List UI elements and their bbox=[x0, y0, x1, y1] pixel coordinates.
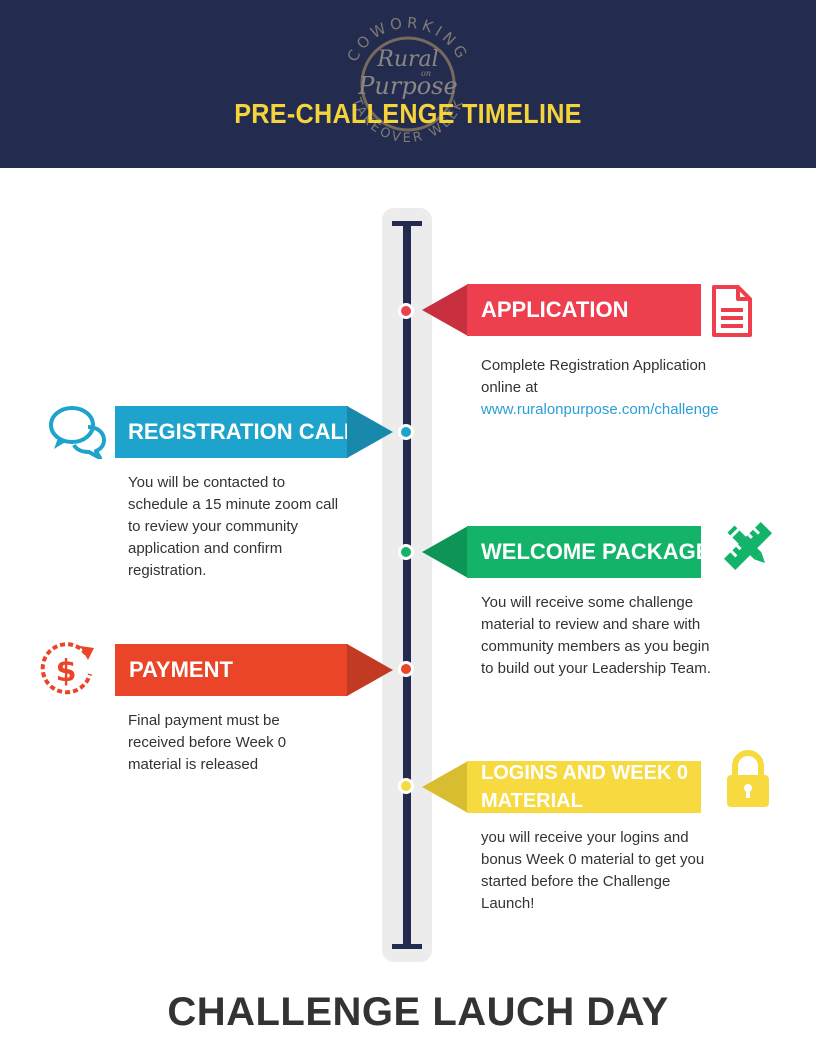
timeline-dot-welcome-package bbox=[398, 544, 414, 560]
svg-text:$: $ bbox=[56, 654, 77, 689]
timeline-rail bbox=[403, 225, 411, 947]
application-pointer bbox=[422, 284, 468, 336]
welcome-package-description: You will receive some challenge material… bbox=[481, 594, 711, 677]
registration-call-description: You will be contacted to schedule a 15 m… bbox=[128, 474, 339, 579]
header-band: COWORKING TAKEOVER WEEK Rural on Purpose… bbox=[0, 0, 816, 168]
payment-pointer bbox=[347, 644, 393, 696]
timeline-dot-registration-call bbox=[398, 424, 414, 440]
logo-script-small: on bbox=[421, 69, 431, 78]
ruler-pencil-icon bbox=[723, 521, 773, 571]
welcome-package-heading: WELCOME PACKAGE bbox=[481, 539, 711, 564]
payment-banner: PAYMENT bbox=[115, 644, 348, 696]
page-title: PRE-CHALLENGE TIMELINE bbox=[234, 98, 582, 129]
padlock-icon bbox=[727, 750, 769, 807]
logo-script-line1: Rural bbox=[376, 47, 438, 72]
timeline-dot-payment bbox=[398, 661, 414, 677]
timeline-dot-application bbox=[398, 303, 414, 319]
logins-heading: LOGINS AND WEEK 0 MATERIAL bbox=[481, 762, 689, 812]
logins-pointer bbox=[422, 761, 468, 813]
coworking-logo: COWORKING TAKEOVER WEEK Rural on Purpose bbox=[343, 14, 468, 146]
welcome-package-pointer bbox=[422, 526, 468, 578]
welcome-package-banner: WELCOME PACKAGE bbox=[467, 526, 710, 578]
chat-bubbles-icon bbox=[49, 406, 106, 459]
timeline-bottom-cap bbox=[392, 944, 422, 949]
logins-banner: LOGINS AND WEEK 0 MATERIAL bbox=[467, 761, 701, 813]
registration-call-pointer bbox=[347, 406, 393, 458]
application-text: Complete Registration Application online… bbox=[481, 357, 707, 396]
challenge-launch-day-title: CHALLENGE LAUCH DAY bbox=[167, 990, 669, 1034]
application-description: Complete Registration Application online… bbox=[481, 355, 741, 421]
registration-call-banner: REGISTRATION CALL bbox=[115, 406, 357, 458]
application-heading: APPLICATION bbox=[481, 297, 629, 322]
logo-script-line2: Purpose bbox=[357, 72, 457, 100]
logins-description: you will receive your logins and bonus W… bbox=[481, 829, 705, 912]
timeline-dot-logins bbox=[398, 778, 414, 794]
payment-description: Final payment must be received before We… bbox=[128, 712, 287, 773]
payment-heading: PAYMENT bbox=[129, 657, 233, 682]
registration-call-heading: REGISTRATION CALL bbox=[128, 419, 358, 444]
document-icon bbox=[712, 285, 752, 337]
dollar-refresh-icon: $ bbox=[40, 642, 94, 695]
application-link[interactable]: www.ruralonpurpose.com/challenge bbox=[481, 401, 719, 418]
timeline-top-cap bbox=[392, 221, 422, 226]
application-banner: APPLICATION bbox=[467, 284, 701, 336]
